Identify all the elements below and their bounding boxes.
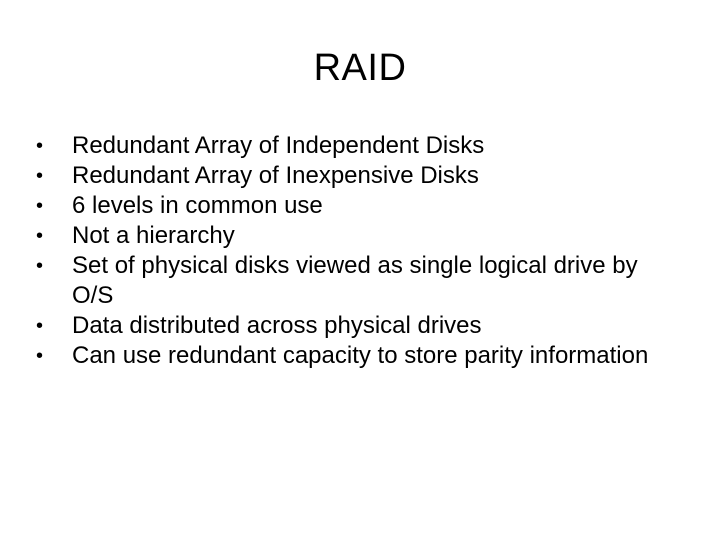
list-item: • Redundant Array of Inexpensive Disks [36,161,676,191]
bullet-text: Can use redundant capacity to store pari… [72,342,649,369]
bullet-icon: • [36,135,44,157]
bullet-text: Redundant Array of Inexpensive Disks [72,162,479,189]
list-item: • 6 levels in common use [36,191,676,221]
list-item: • Data distributed across physical drive… [36,311,676,341]
slide-title: RAID [313,47,407,89]
bullet-icon: • [36,315,44,337]
bullet-icon: • [36,165,44,187]
bullet-icon: • [36,255,44,277]
bullet-icon: • [36,345,44,367]
bullet-list: • Redundant Array of Independent Disks •… [36,131,676,371]
bullet-text: Set of physical disks viewed as single l… [72,252,638,309]
list-item: • Set of physical disks viewed as single… [36,251,676,311]
list-item: • Redundant Array of Independent Disks [36,131,676,161]
bullet-text: 6 levels in common use [72,192,323,219]
bullet-text: Redundant Array of Independent Disks [72,132,485,159]
bullet-text: Not a hierarchy [72,222,235,249]
list-item: • Can use redundant capacity to store pa… [36,341,676,371]
list-item: • Not a hierarchy [36,221,676,251]
bullet-icon: • [36,225,44,247]
bullet-text: Data distributed across physical drives [72,312,482,339]
bullet-icon: • [36,195,44,217]
